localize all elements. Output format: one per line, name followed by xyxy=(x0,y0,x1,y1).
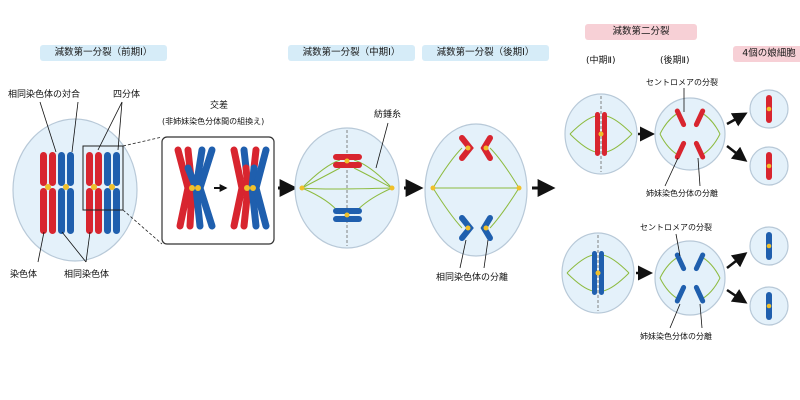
daughter-cell-4 xyxy=(749,286,789,326)
metaphase1-tag: 減数第一分裂（中期Ⅰ） xyxy=(288,45,415,61)
sister-separation-top: 姉妹染色分体の分離 xyxy=(646,189,718,198)
crossover-inset xyxy=(161,136,275,245)
centromere-division-top: セントロメアの分裂 xyxy=(646,78,718,87)
tetrad-label: 四分体 xyxy=(113,90,141,100)
homolog-separation-label: 相同染色体の分離 xyxy=(436,273,509,283)
anaphase2-blue-cell xyxy=(654,233,726,329)
arrow-daughter-2 xyxy=(726,145,748,162)
centromere-division-bottom: セントロメアの分裂 xyxy=(640,223,712,232)
homologous-chromosome-label: 相同染色体 xyxy=(64,270,110,280)
metaphase1-cell xyxy=(294,122,400,249)
anaphase2-red-cell xyxy=(654,88,726,187)
anaphase2-label: (後期Ⅱ) xyxy=(660,56,690,66)
daughter-cell-3 xyxy=(749,226,789,266)
daughter-cell-1 xyxy=(749,89,789,129)
chromosome-pair-right xyxy=(86,152,120,234)
crossover-before xyxy=(174,146,216,230)
arrow-daughter-3 xyxy=(726,252,748,269)
daughter-cells-tag: 4個の娘細胞 xyxy=(733,46,800,62)
crossover-title: 交差 xyxy=(210,101,229,111)
metaphase2-red-cell xyxy=(564,93,638,175)
spindle-fiber-label: 紡錘糸 xyxy=(374,110,402,120)
prophase1-cell xyxy=(12,101,163,263)
crossover-subtitle: (非姉妹染色分体間の組換え) xyxy=(162,117,265,126)
meiosis2-tag: 減数第二分裂 xyxy=(585,24,697,40)
anaphase1-tag: 減数第一分裂（後期Ⅰ） xyxy=(422,45,549,61)
crossover-after xyxy=(230,146,270,230)
homolog-pair-label: 相同染色体の対合 xyxy=(8,90,81,100)
prophase1-tag: 減数第一分裂（前期Ⅰ） xyxy=(40,45,167,61)
sister-separation-bottom: 姉妹染色分体の分離 xyxy=(640,332,712,341)
chromosome-pair-left xyxy=(40,152,74,234)
arrow-daughter-4 xyxy=(726,288,748,304)
daughter-cell-2 xyxy=(749,146,789,186)
arrow-daughter-1 xyxy=(726,112,748,127)
metaphase2-label: (中期Ⅱ) xyxy=(586,56,616,66)
anaphase1-cell xyxy=(424,123,528,269)
metaphase2-blue-cell xyxy=(561,232,635,314)
chromosome-label: 染色体 xyxy=(10,270,38,280)
